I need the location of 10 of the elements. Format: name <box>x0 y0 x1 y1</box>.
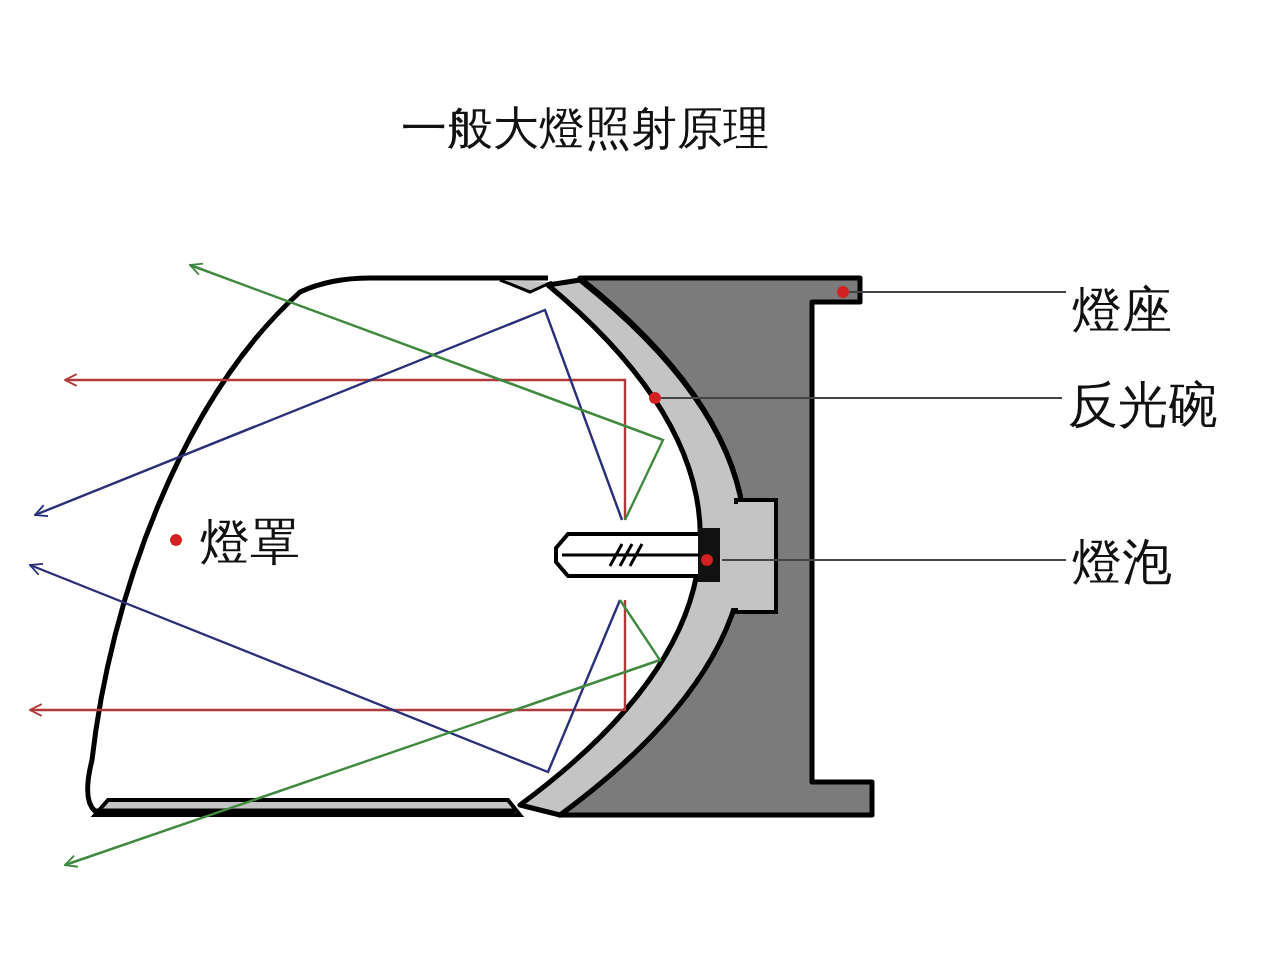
part-label: 反光碗 <box>1068 375 1218 435</box>
leader-line <box>721 559 1067 561</box>
lamp-base-drawing <box>557 275 875 818</box>
leader-line <box>660 397 1063 399</box>
title: 一般大燈照射原理 <box>400 100 770 157</box>
bulb-drawing <box>554 528 720 582</box>
part-label: 燈罩 <box>200 512 300 572</box>
part-label: 燈泡 <box>1072 532 1172 592</box>
part-label: 燈座 <box>1072 280 1172 340</box>
leader-line <box>848 291 1067 293</box>
